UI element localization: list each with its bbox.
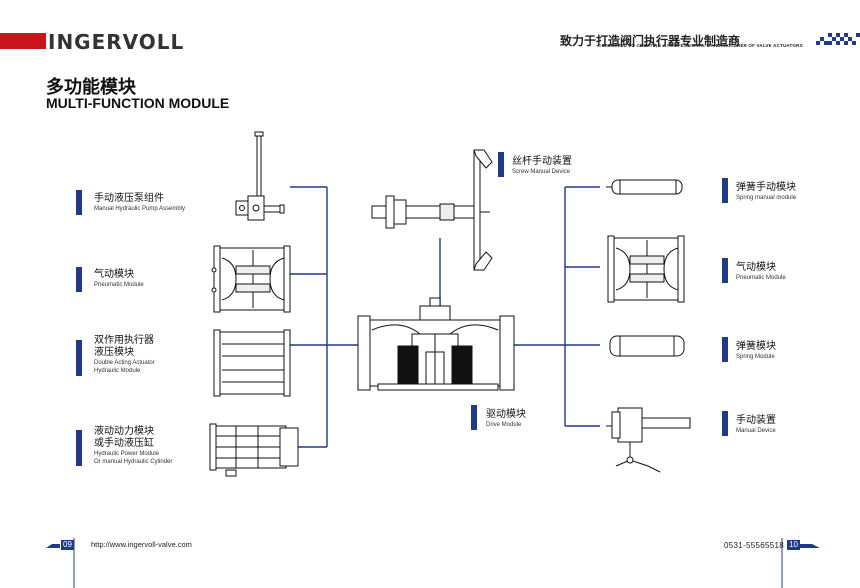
hydraulic-power-module-illustration <box>210 424 298 476</box>
checker-pattern-icon <box>816 33 860 45</box>
double-acting-module-illustration <box>214 330 290 396</box>
manual-device-illustration <box>606 408 690 472</box>
phone-number: 0531-55565518 <box>724 541 784 550</box>
pneumatic-module-right-illustration <box>608 236 684 302</box>
header-slogan-en: COMMITTED TO CREATING A PROFESSIONAL MAN… <box>598 43 803 48</box>
label-marker <box>76 430 82 466</box>
label-pneumatic-module-right: 气动模块 Pneumatic Module <box>736 262 786 281</box>
connector-lines <box>290 187 600 447</box>
spring-manual-module-illustration <box>606 180 682 194</box>
page-number-right: 10 <box>787 540 800 550</box>
label-marker <box>498 152 504 177</box>
label-marker <box>722 258 728 283</box>
page-title-cn: 多功能模块 <box>46 77 136 97</box>
header-slogan: 致力于打造阀门执行器专业制造商 <box>560 34 741 48</box>
label-hydraulic-power-module: 液动动力模块 或手动液压缸 Hydraulic Power Module Or … <box>94 426 173 465</box>
label-spring-manual-module: 弹簧手动模块 Spring manual module <box>736 182 797 201</box>
pneumatic-module-left-illustration <box>212 246 290 312</box>
label-marker <box>76 267 82 292</box>
label-marker <box>76 190 82 215</box>
label-manual-hydraulic-pump: 手动液压泵组件 Manual Hydraulic Pump Assembly <box>94 193 186 212</box>
label-drive-module: 驱动模块 Drive Module <box>486 409 526 428</box>
label-marker <box>76 340 82 376</box>
label-manual-device: 手动装置 Manual Device <box>736 415 776 434</box>
logo-red-bar <box>0 33 46 49</box>
screw-manual-device-illustration <box>372 150 492 270</box>
spring-module-illustration <box>610 336 684 356</box>
label-pneumatic-module-left: 气动模块 Pneumatic Module <box>94 269 144 288</box>
footer-decor <box>46 538 820 588</box>
label-spring-module: 弹簧模块 Spring Module <box>736 341 776 360</box>
manual-pump-illustration <box>236 132 284 220</box>
label-marker <box>471 405 477 430</box>
label-screw-manual-device: 丝杆手动装置 Screw Manual Device <box>512 156 572 175</box>
label-double-acting-hydraulic: 双作用执行器 液压模块 Double Acting Actuator Hydra… <box>94 335 155 374</box>
label-marker <box>722 178 728 203</box>
drive-module-illustration <box>358 298 514 390</box>
label-marker <box>722 337 728 362</box>
brand-logo: INGERVOLL <box>48 30 185 54</box>
page-title-en: MULTI-FUNCTION MODULE <box>46 95 230 111</box>
website-url[interactable]: http://www.ingervoll-valve.com <box>91 540 192 549</box>
label-marker <box>722 411 728 436</box>
page-number-left: 09 <box>61 540 74 550</box>
